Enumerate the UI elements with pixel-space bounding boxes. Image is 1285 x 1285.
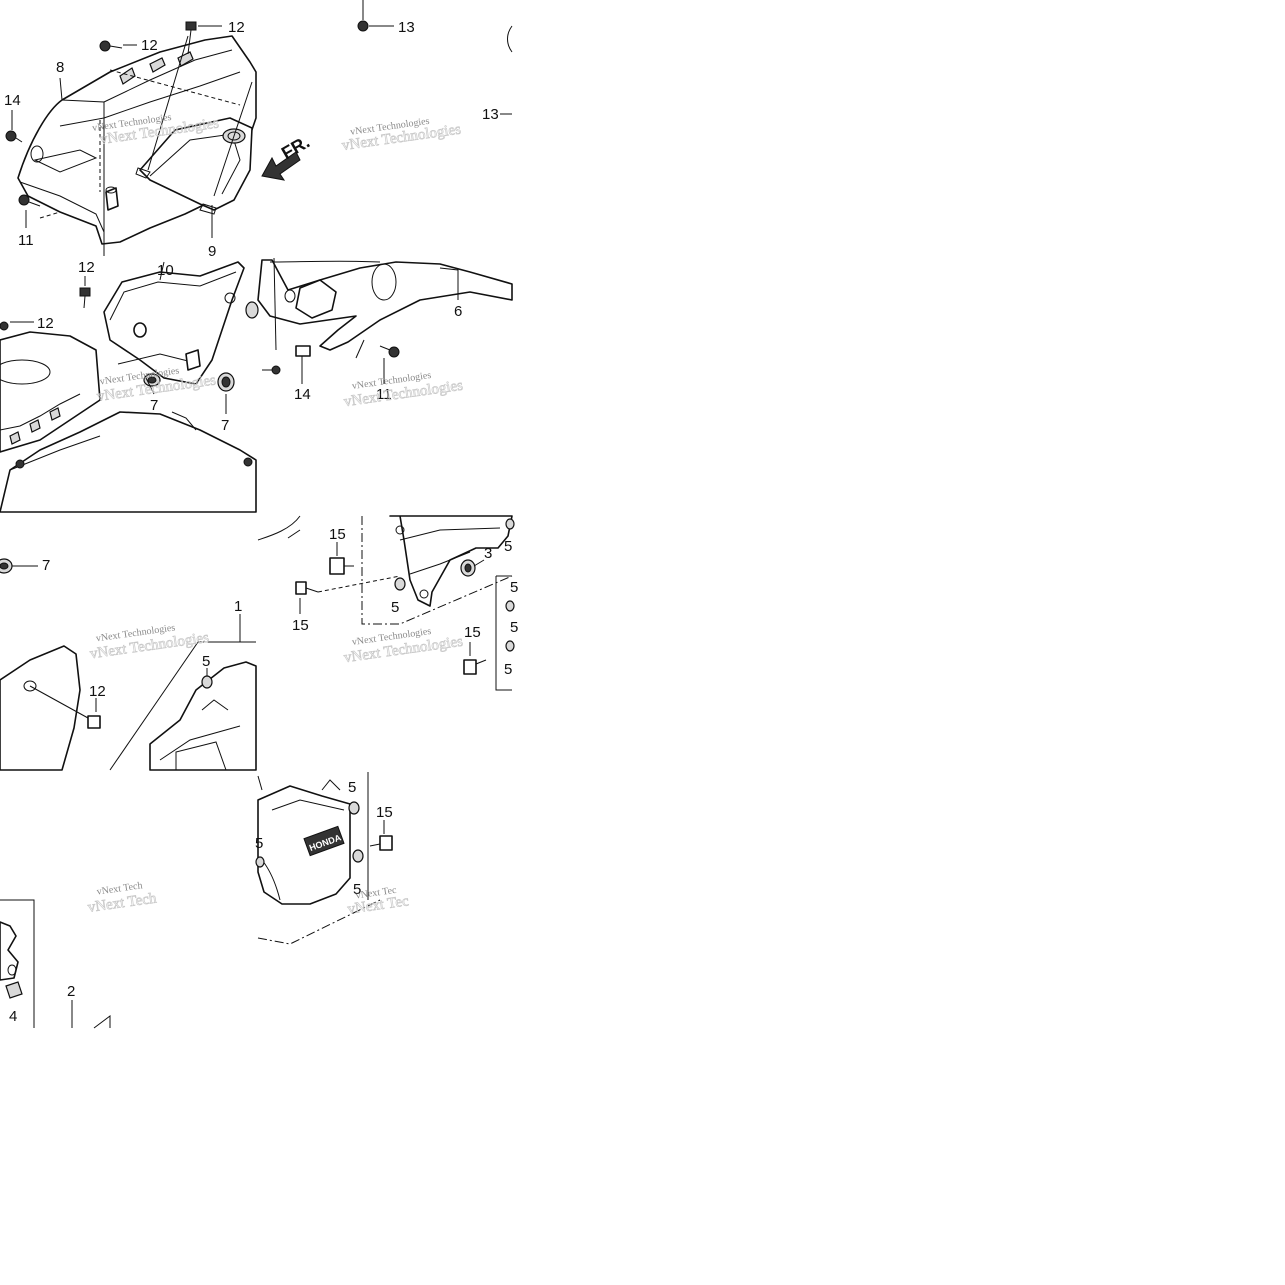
bolt-14-left	[5, 130, 23, 143]
callout-14: 14	[294, 386, 311, 403]
tile-screw-top	[357, 0, 513, 115]
callout-15: 15	[329, 526, 346, 543]
callout-13: 13	[482, 106, 499, 123]
nut-5-cover	[201, 675, 213, 689]
callout-2: 2	[67, 983, 75, 1000]
bolt-15-d	[369, 835, 393, 851]
watermark: vNext Technologies vNext Technologies	[89, 622, 211, 662]
nut-5-box-c	[255, 856, 265, 868]
watermark: vNext Tech vNext Tech	[86, 880, 158, 916]
watermark: vNext Technologies vNext Technologies	[341, 116, 463, 155]
callout-5: 5	[353, 881, 361, 898]
bolt-15-a	[329, 557, 354, 575]
callout-10: 10	[157, 262, 174, 279]
bolt-14-mid	[295, 345, 311, 384]
callout-15: 15	[292, 617, 309, 634]
callout-5: 5	[391, 599, 399, 616]
callout-11: 11	[18, 232, 34, 249]
callout-12: 12	[228, 19, 245, 36]
callout-7: 7	[150, 397, 158, 414]
callout-5: 5	[255, 835, 263, 852]
callout-5: 5	[202, 653, 210, 670]
callout-14: 14	[4, 92, 21, 109]
watermark: vNext Technologies vNext Technologies	[343, 370, 465, 411]
callout-15: 15	[464, 624, 481, 641]
callout-1: 1	[234, 598, 242, 615]
callout-5: 5	[504, 538, 512, 555]
screw-mid-left	[262, 365, 281, 375]
watermark: vNext Technologies vNext Technologies	[343, 626, 465, 667]
bolt-11-mid	[379, 345, 400, 358]
bolt-15-b	[295, 581, 319, 595]
bolt-11-left	[18, 194, 41, 207]
callout-8: 8	[56, 59, 64, 76]
bolt-12-left-edge	[0, 321, 9, 331]
bolt-12-side	[79, 287, 91, 309]
tile-bracket-3	[257, 515, 515, 691]
tile-bracket	[257, 257, 513, 384]
part-bracket-small	[0, 921, 19, 981]
front-marker-label: FR.	[278, 132, 313, 164]
nut-5-box-b	[352, 849, 364, 863]
callout-12: 12	[141, 37, 158, 54]
callout-3: 3	[484, 545, 492, 562]
part-box-cover	[257, 785, 351, 905]
tile-cover	[0, 558, 257, 771]
callout-7: 7	[42, 557, 50, 574]
grommet-right-edge	[245, 301, 259, 319]
nut-5-bracket	[394, 577, 406, 591]
callout-4: 4	[9, 1008, 17, 1025]
part-3-bracket	[389, 515, 513, 607]
bolt-12-top	[185, 21, 197, 55]
part-lower-fender	[0, 411, 257, 513]
callout-15: 15	[376, 804, 393, 821]
callout-5: 5	[510, 579, 518, 596]
bolt-12-second	[99, 40, 123, 52]
part-side-panel-left	[0, 645, 81, 771]
part-body-panel	[0, 331, 101, 453]
part-4-cushion	[5, 981, 23, 999]
front-direction-arrow: FR.	[261, 132, 313, 181]
callout-12: 12	[78, 259, 95, 276]
nut-3	[460, 559, 476, 577]
nut-5-box-a	[348, 801, 360, 815]
callout-12: 12	[37, 315, 54, 332]
tile-bottom-left	[0, 899, 111, 1029]
grommet-7-b	[217, 372, 235, 392]
callout-11: 11	[376, 386, 392, 403]
callout-9: 9	[208, 243, 216, 260]
part-1-cover	[149, 661, 257, 771]
tile-side-cover	[0, 261, 259, 513]
callout-5: 5	[348, 779, 356, 796]
part-10-side-cover	[103, 261, 245, 385]
bolt-12-panel	[87, 715, 101, 729]
tile-honda-box: HONDA	[255, 772, 393, 945]
part-9-seat-bracket	[139, 117, 253, 211]
callout-6: 6	[454, 303, 462, 320]
callout-5: 5	[504, 661, 512, 678]
callout-13: 13	[398, 19, 415, 36]
callout-12: 12	[89, 683, 106, 700]
callout-labels: 12 12 13 8 14 13 11 9 12 10 6 12 14 11 7…	[4, 19, 518, 1025]
grommet-7-c	[0, 558, 13, 574]
bolt-15-c	[463, 659, 487, 675]
callout-5: 5	[510, 619, 518, 636]
callout-7: 7	[221, 417, 229, 434]
